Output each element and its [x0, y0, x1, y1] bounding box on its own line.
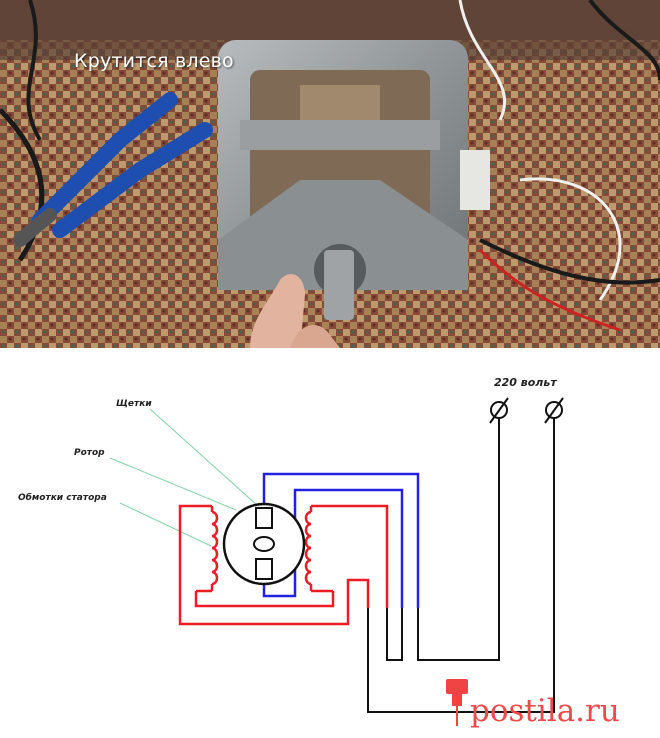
- red-wire-stator-bridge: [194, 591, 335, 608]
- photo-caption: Крутится влево: [74, 50, 234, 72]
- red-wire-right-stator: [311, 504, 389, 608]
- black-wire-jumper: [386, 608, 403, 661]
- stator-pointer-line: [119, 502, 212, 547]
- red-wires: [178, 504, 389, 626]
- motor-photo-illustration: [0, 0, 660, 348]
- terminal-1: [489, 397, 509, 424]
- black-wire-1: [417, 410, 500, 661]
- brush-bottom: [255, 558, 273, 580]
- label-brushes: Щетки: [116, 399, 152, 409]
- pointer-lines: [109, 408, 259, 547]
- rotor: [222, 502, 306, 586]
- rotor-commutator: [253, 536, 275, 552]
- rotor-pointer-line: [109, 457, 237, 511]
- right-stator-coil: [304, 510, 312, 586]
- black-wires: [367, 410, 555, 713]
- pushpin-icon: [446, 679, 468, 726]
- left-stator-coil: [211, 510, 219, 586]
- label-voltage: 220 вольт: [494, 376, 557, 389]
- red-wire-left-stator: [178, 504, 370, 626]
- watermark-text: postila.ru: [470, 693, 620, 729]
- black-wire-2: [367, 410, 555, 713]
- blue-wire-1: [262, 472, 420, 608]
- terminal-2: [544, 397, 564, 424]
- label-stator-windings: Обмотки статора: [18, 492, 107, 503]
- postila-watermark: postila.ru: [446, 679, 620, 729]
- motor-photo: Крутится влево: [0, 0, 660, 348]
- wiring-diagram-svg: Щетки Ротор Обмотки статора 220 вольт: [18, 376, 620, 729]
- brush-top: [255, 507, 273, 529]
- brushes-pointer-line: [149, 408, 259, 507]
- label-rotor: Ротор: [74, 448, 105, 458]
- wiring-diagram: Щетки Ротор Обмотки статора 220 вольт: [0, 348, 660, 734]
